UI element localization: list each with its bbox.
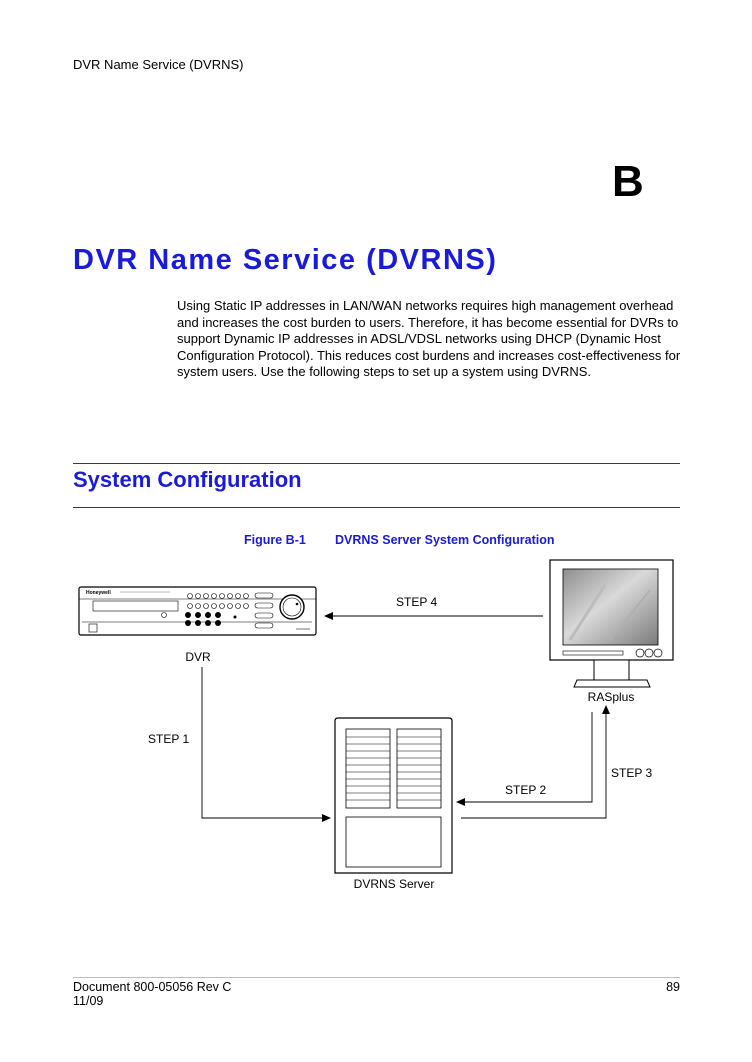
intro-paragraph: Using Static IP addresses in LAN/WAN net…	[177, 298, 681, 379]
step4-label: STEP 4	[396, 595, 437, 609]
running-header: DVR Name Service (DVRNS)	[73, 57, 244, 72]
footer-document-number: Document 800-05056 Rev C	[73, 980, 232, 994]
rasplus-label: RASplus	[588, 690, 635, 704]
step1-label: STEP 1	[148, 732, 189, 746]
step2-arrow	[456, 712, 593, 806]
page-number: 89	[666, 980, 680, 994]
chapter-letter: B	[612, 157, 644, 206]
dvr-brand-label: Honeywell	[86, 590, 111, 596]
step1-arrow	[201, 667, 331, 822]
step2-label: STEP 2	[505, 783, 546, 797]
footer-document-info: Document 800-05056 Rev C 11/09	[73, 980, 231, 1008]
dvrns-server-label: DVRNS Server	[354, 877, 435, 891]
rasplus-monitor-icon	[549, 559, 674, 688]
section-title: System Configuration	[73, 467, 302, 492]
footer-rule	[73, 977, 680, 978]
dvr-label: DVR	[185, 650, 211, 664]
step3-arrow	[461, 705, 610, 819]
figure-caption: DVRNS Server System Configuration	[335, 533, 555, 547]
section-rule-bottom	[73, 507, 680, 508]
section-rule-top	[73, 463, 680, 464]
step3-label: STEP 3	[611, 766, 652, 780]
figure-number: Figure B-1	[244, 533, 306, 547]
dvr-device-icon: Honeywell	[78, 586, 317, 636]
footer-date: 11/09	[73, 994, 104, 1008]
dvrns-server-icon	[334, 717, 453, 874]
chapter-title: DVR Name Service (DVRNS)	[73, 244, 498, 276]
